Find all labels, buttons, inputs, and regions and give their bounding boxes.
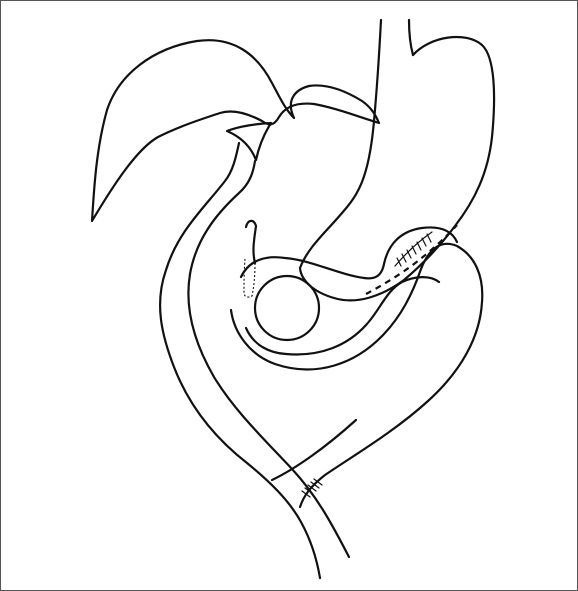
afferent-loop-mid [246, 277, 439, 354]
jejunal-limb-inner [188, 161, 349, 557]
anastomosis-dashed-line [366, 225, 457, 294]
jejunal-limb-outer [160, 143, 320, 578]
afferent-loop-inner [241, 227, 457, 278]
stomach-remnant [300, 37, 494, 300]
esophagus-right [409, 20, 413, 55]
drain-tube [246, 221, 256, 263]
esophagus-left [374, 20, 381, 121]
liver-outline [92, 40, 379, 221]
hatched-mass [255, 276, 319, 340]
limb-connector [272, 420, 356, 480]
afferent-loop-outer [231, 244, 482, 507]
gallbladder-notch [227, 123, 271, 160]
